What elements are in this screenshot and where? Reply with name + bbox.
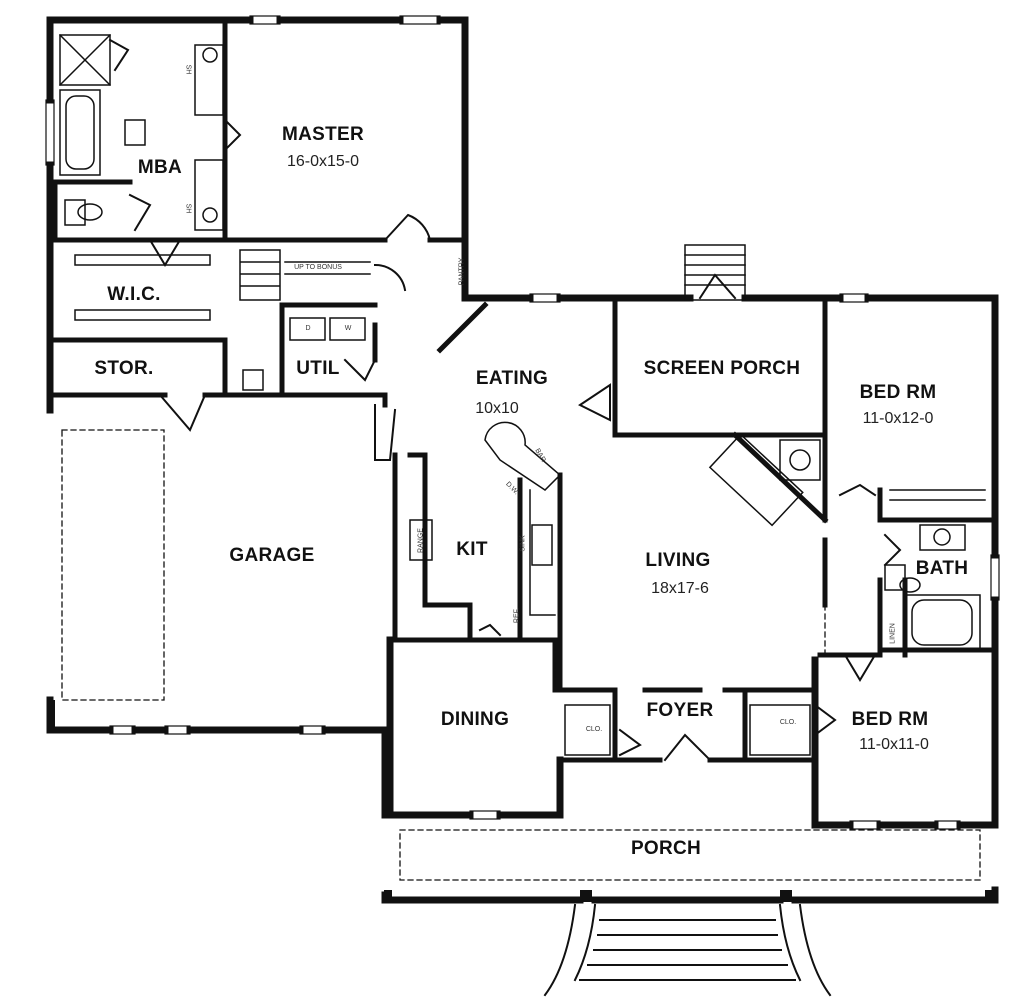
room-size-master: 16-0x15-0 [286,153,360,170]
ref-label: REF. [513,607,521,624]
room-label-bed-rm-1: BED RM [859,382,937,403]
room-label-stor: STOR. [94,358,154,379]
sink-label: SINK [519,535,527,552]
fixtures [58,33,986,756]
room-label-master: MASTER [281,124,365,145]
porch-posts [47,700,995,902]
interior-walls [52,22,993,763]
room-label-wic: W.I.C. [107,284,161,305]
sink-label-mba-2: SH [184,203,192,214]
room-label-mba: MBA [137,157,183,178]
room-label-dining: DINING [440,709,510,730]
dashed-outlines [61,429,981,881]
room-size-bed-rm-1: 11-0x12-0 [862,410,934,427]
pantry-label: PANTRY [458,257,466,286]
washer-label: W [344,325,352,332]
room-label-garage: GARAGE [229,545,315,566]
room-label-kit: KIT [456,539,488,560]
room-label-eating: EATING [475,368,549,389]
room-label-porch: PORCH [630,838,702,859]
room-size-living: 18x17-6 [651,580,709,597]
closet-label-2: CLO. [779,719,797,726]
windows [45,15,1000,830]
room-label-bath: BATH [915,558,969,579]
dryer-label: D [305,325,311,332]
porch-steps [543,903,832,997]
linen-label: LINEN [889,623,897,644]
closet-label-1: CLO. [585,726,603,733]
room-size-eating: 10x10 [475,400,519,417]
room-label-screen-porch: SCREEN PORCH [643,358,801,379]
exterior-walls [46,16,999,904]
room-label-foyer: FOYER [646,700,714,721]
sink-label-mba-1: SH [184,64,192,75]
up-to-bonus-label: UP TO BONUS [294,264,342,271]
range-label: RANGE [417,528,425,553]
room-label-living: LIVING [645,550,711,571]
room-label-bed-rm-2: BED RM [851,709,929,730]
room-label-util: UTIL [296,358,340,379]
room-size-bed-rm-2: 11-0x11-0 [859,736,929,753]
